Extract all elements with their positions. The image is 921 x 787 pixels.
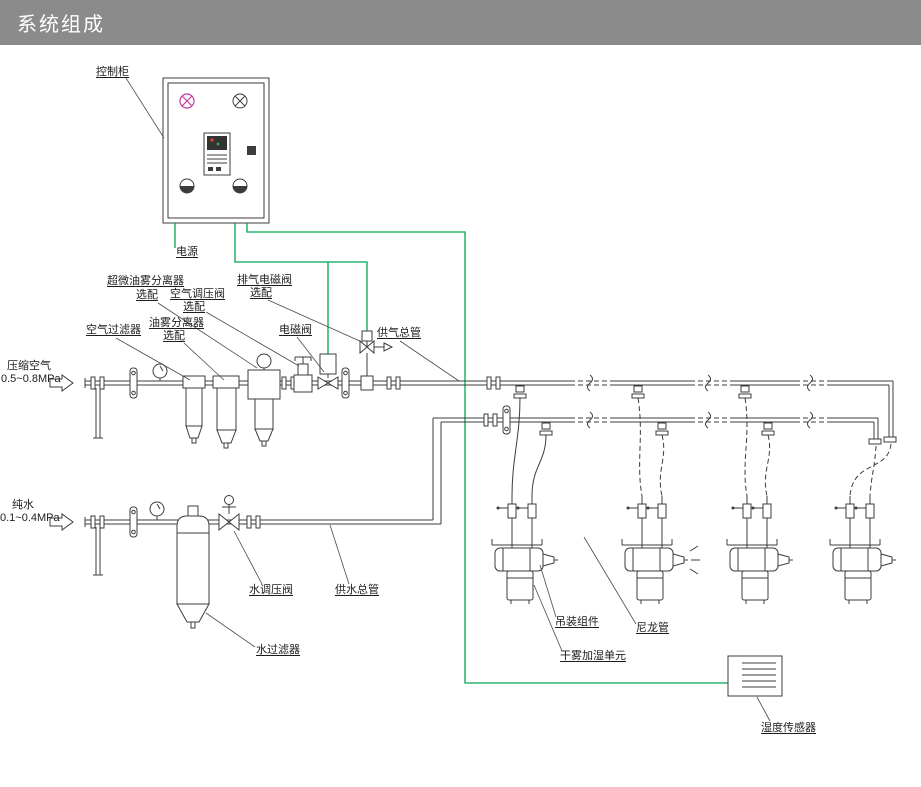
water-supply-pipe xyxy=(49,405,882,576)
label-air-pressure-regulator-note: 选配 xyxy=(183,301,205,313)
label-solenoid-valve: 电磁阀 xyxy=(279,324,312,336)
air-filter-vessel xyxy=(182,375,206,444)
humidifier-unit xyxy=(726,496,793,604)
water-pressure-regulator-valve xyxy=(218,495,240,532)
pipe-bracket xyxy=(341,367,350,399)
air-supply-pipe xyxy=(49,363,897,443)
humidifier-unit xyxy=(829,496,896,604)
pipe-bracket xyxy=(129,506,138,538)
cabinet-switch xyxy=(247,146,256,155)
label-air-filter: 空气过滤器 xyxy=(86,324,141,336)
flow-arrow-icon xyxy=(49,513,74,531)
label-water-pressure-regulator: 水调压阀 xyxy=(249,584,293,596)
label-exhaust-solenoid-valve-note: 选配 xyxy=(250,287,272,299)
pressure-gauge xyxy=(149,501,165,520)
label-pure-water: 纯水 xyxy=(12,499,34,511)
label-air-supply-main: 供气总管 xyxy=(377,327,421,339)
label-oil-mist-separator: 油雾分离器 xyxy=(149,317,204,329)
indicator-lamp-icon xyxy=(232,93,248,109)
label-dry-fog-humidifier-unit: 干雾加湿单元 xyxy=(560,650,626,662)
ultrafine-separator-vessel xyxy=(247,353,281,447)
knob-icon xyxy=(232,178,248,194)
indicator-lamp-icon xyxy=(179,93,195,109)
label-pure-water-pressure: 0.1~0.4MPa xyxy=(0,512,60,524)
pipe-bracket xyxy=(129,367,138,399)
spray-icon xyxy=(689,545,700,575)
humidifier-unit xyxy=(491,496,558,604)
solenoid-valve xyxy=(317,353,339,390)
drop-line xyxy=(511,385,553,497)
label-compressed-air: 压缩空气 xyxy=(7,360,51,372)
label-control-cabinet: 控制柜 xyxy=(96,66,129,78)
pipe-bracket xyxy=(502,405,511,435)
leader-lines xyxy=(115,77,771,722)
exhaust-solenoid-valve xyxy=(359,330,394,391)
label-ultrafine-oil-separator-note: 选配 xyxy=(136,289,158,301)
label-water-supply-main: 供水总管 xyxy=(335,584,379,596)
humidity-sensor xyxy=(727,655,783,697)
flow-arrow-icon xyxy=(49,374,74,392)
control-cabinet xyxy=(162,77,270,224)
drop-line xyxy=(631,385,669,497)
drop-line xyxy=(738,385,775,497)
knob-icon xyxy=(179,178,195,194)
label-nylon-tube: 尼龙管 xyxy=(636,622,669,634)
drop-line xyxy=(849,443,892,497)
water-filter-vessel xyxy=(176,505,210,629)
page-title: 系统组成 xyxy=(17,14,105,36)
label-water-filter: 水过滤器 xyxy=(256,644,300,656)
label-compressed-air-pressure: 0.5~0.8MPa xyxy=(1,373,61,385)
label-ultrafine-oil-separator: 超微油雾分离器 xyxy=(107,275,184,287)
label-air-pressure-regulator: 空气调压阀 xyxy=(170,288,225,300)
pressure-gauge xyxy=(152,363,168,381)
controller-module xyxy=(203,132,231,176)
oil-separator-vessel xyxy=(212,375,240,449)
label-humidity-sensor: 湿度传感器 xyxy=(761,722,816,734)
air-pressure-regulator-valve xyxy=(293,356,313,393)
label-hoisting-assembly: 吊装组件 xyxy=(555,616,599,628)
control-wires xyxy=(174,223,728,684)
label-oil-mist-separator-note: 选配 xyxy=(163,330,185,342)
title-bar: 系统组成 xyxy=(0,0,921,45)
humidifier-unit xyxy=(621,496,700,604)
label-power: 电源 xyxy=(176,246,198,258)
label-exhaust-solenoid-valve: 排气电磁阀 xyxy=(237,274,292,286)
